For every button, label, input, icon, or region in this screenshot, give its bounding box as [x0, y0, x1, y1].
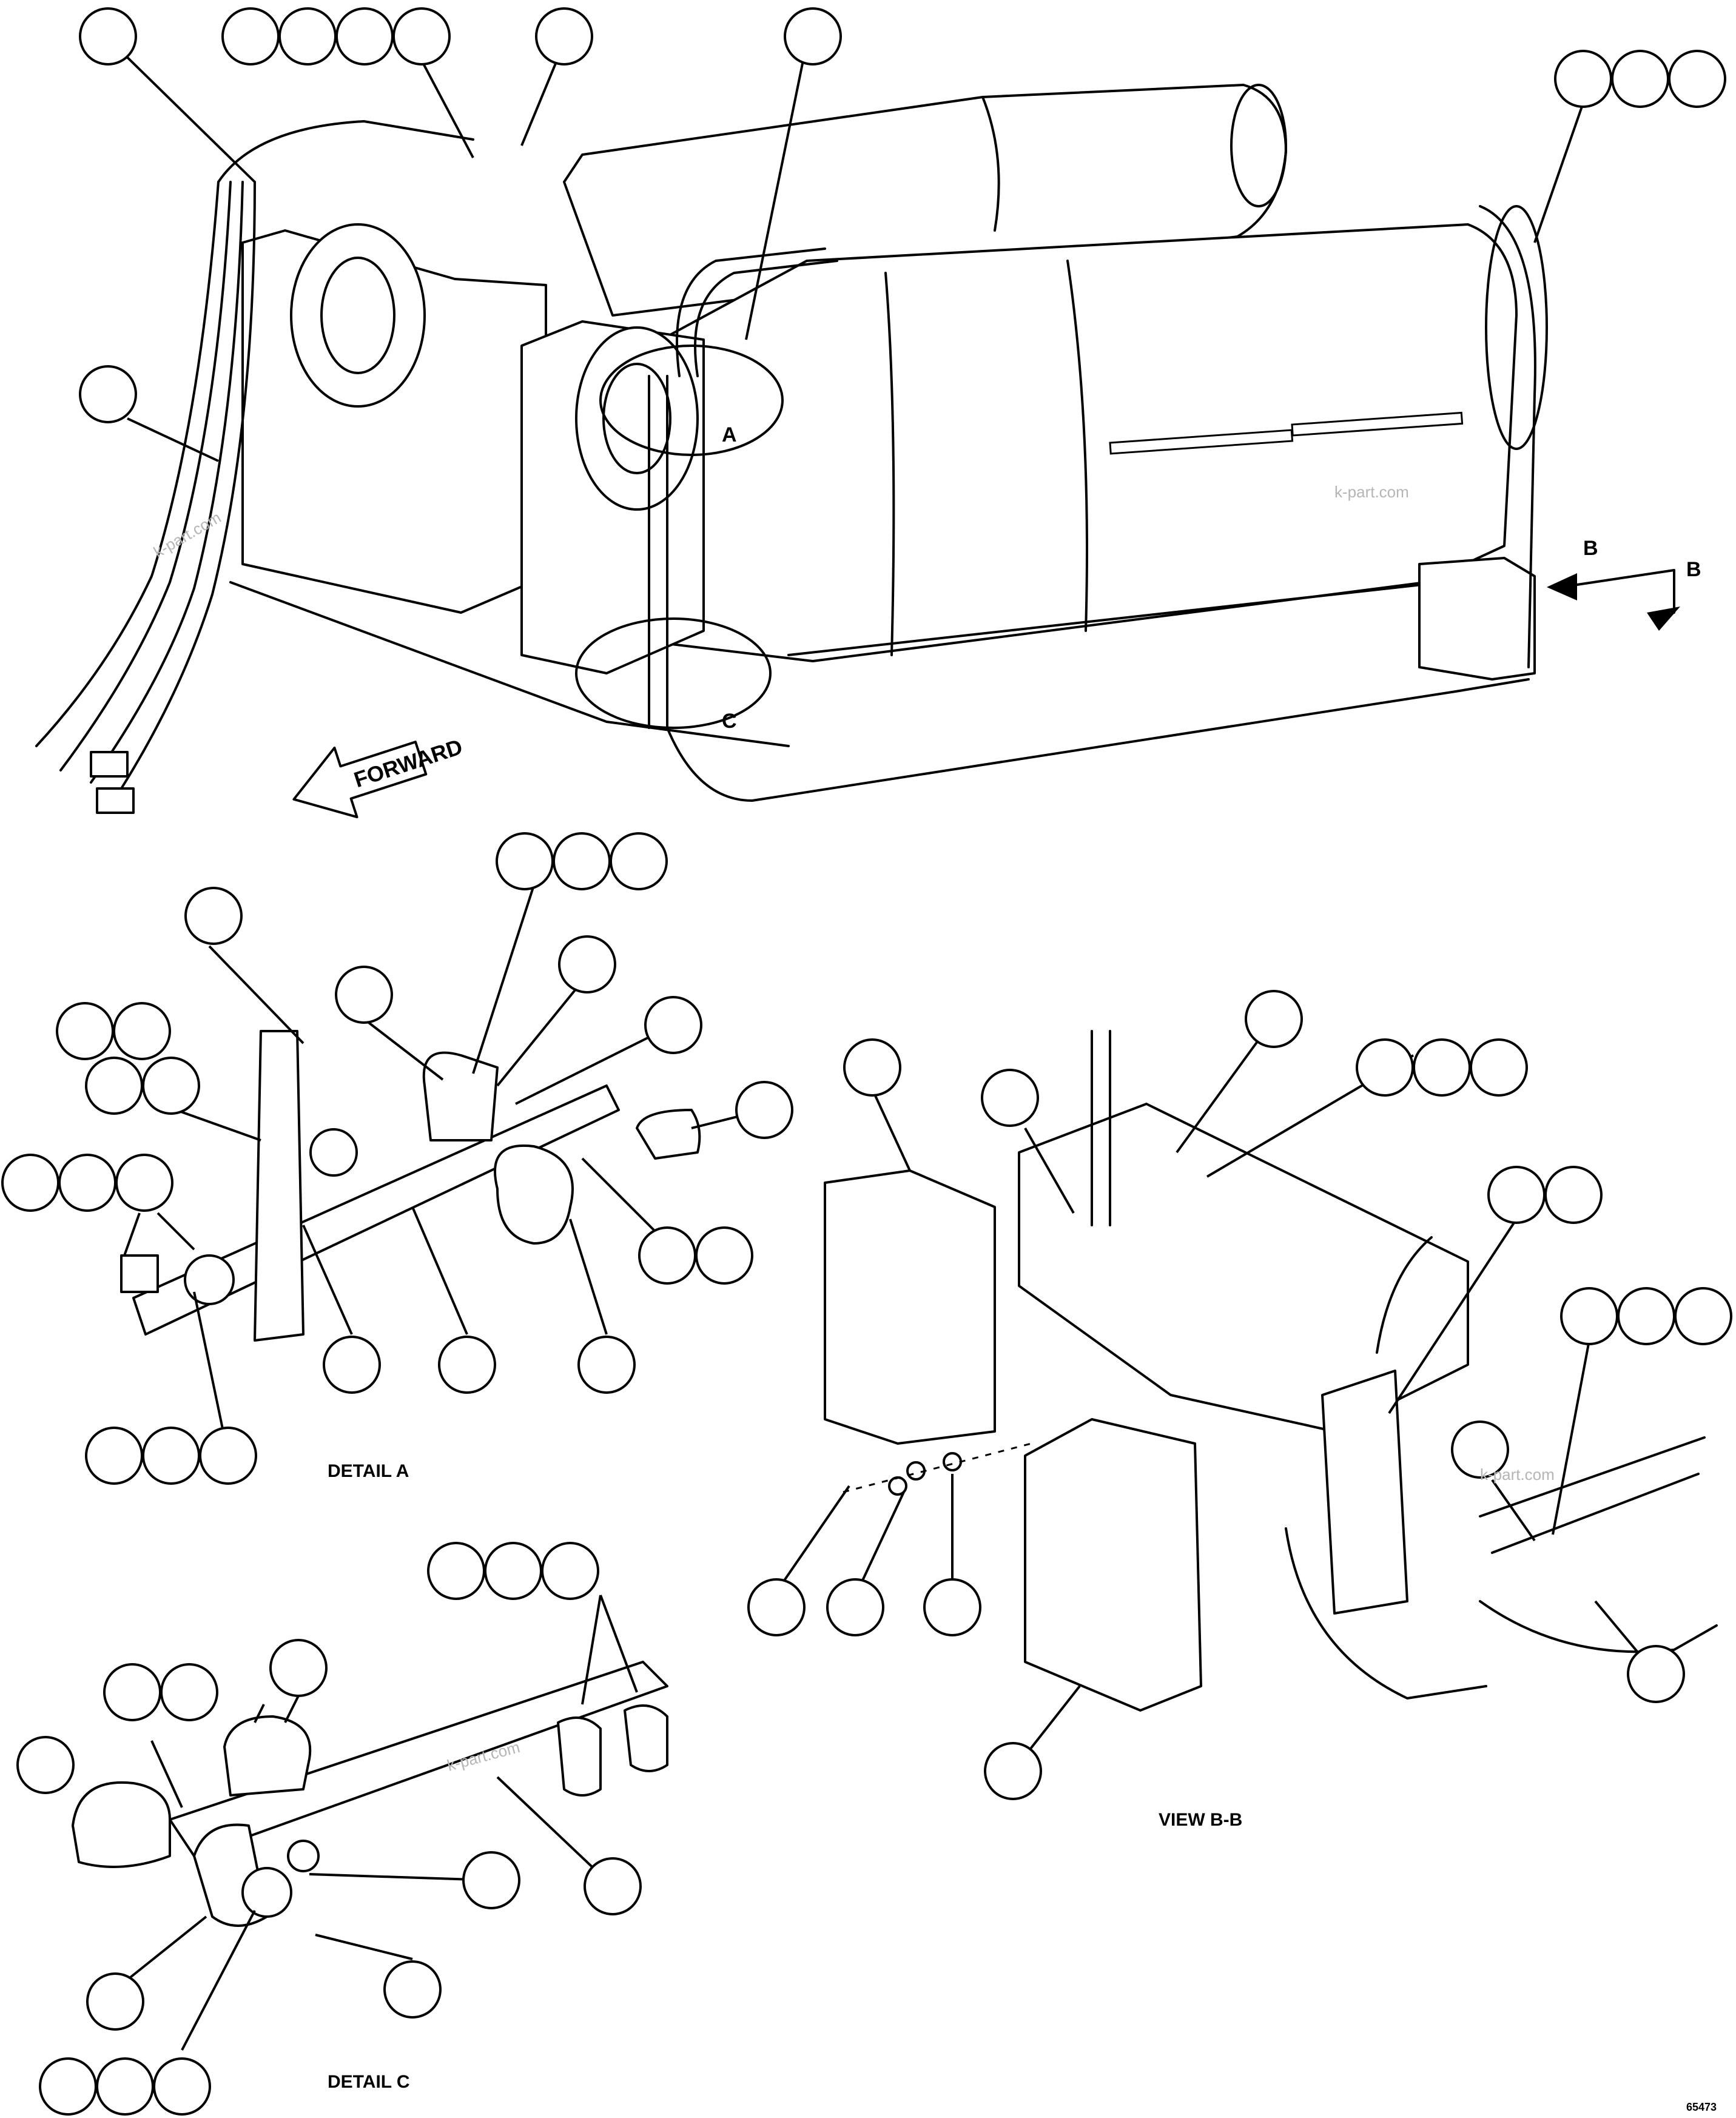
callout-circle	[1413, 1038, 1471, 1097]
callout-circle	[747, 1578, 806, 1636]
callout-circle	[1470, 1038, 1528, 1097]
callout-circle	[484, 1542, 542, 1600]
callout-circle	[923, 1578, 981, 1636]
callout-circle	[96, 2057, 154, 2116]
ref-letter-b-right: B	[1686, 558, 1701, 581]
callout-circle	[383, 1960, 442, 2019]
callout-circle	[103, 1663, 161, 1721]
callout-circle	[610, 832, 668, 890]
callout-circle	[1560, 1287, 1618, 1345]
detail-a-label: DETAIL A	[328, 1461, 409, 1481]
callout-circle	[58, 1154, 116, 1212]
callout-circle	[184, 887, 243, 945]
callout-circle	[462, 1851, 520, 1909]
detail-c-label: DETAIL C	[328, 2072, 410, 2092]
callout-circle	[735, 1081, 793, 1139]
callout-circle	[142, 1427, 200, 1485]
callout-circle	[843, 1038, 901, 1097]
top-assembly: A C B B FORWARD	[35, 84, 1701, 819]
detail-c-circle	[575, 617, 772, 729]
figure-id: 65473	[1686, 2101, 1717, 2113]
callout-circle	[535, 7, 593, 66]
callout-circle	[335, 7, 394, 66]
callout-circle	[335, 966, 393, 1024]
callout-circle	[1544, 1166, 1603, 1224]
callout-circle	[981, 1069, 1039, 1127]
detail-c-assembly: DETAIL C	[72, 1661, 668, 2092]
detail-a-circle	[599, 345, 784, 456]
callout-circle	[39, 2057, 97, 2116]
callout-circle	[1668, 50, 1726, 108]
section-arrow-left	[1547, 573, 1577, 600]
callout-circle	[79, 365, 137, 423]
callout-circle	[85, 1057, 143, 1115]
callout-circle	[1554, 50, 1612, 108]
callout-circle	[984, 1742, 1042, 1800]
callout-circle	[85, 1427, 143, 1485]
callout-circles	[1, 7, 1732, 2116]
callout-circle	[496, 832, 554, 890]
callout-circle	[784, 7, 842, 66]
view-bb-assembly: VIEW B-B	[824, 1030, 1718, 1830]
view-bb-label: VIEW B-B	[1159, 1810, 1242, 1830]
callout-circle	[153, 2057, 211, 2116]
callout-circle	[1617, 1287, 1675, 1345]
callout-circle	[160, 1663, 218, 1721]
ref-letter-c: C	[722, 710, 737, 733]
callout-circle	[278, 7, 337, 66]
watermark: k-part.com	[1480, 1465, 1555, 1484]
callout-circle	[1487, 1166, 1546, 1224]
section-arrow-right	[1647, 607, 1680, 631]
callout-circle	[56, 1002, 114, 1060]
callout-circle	[269, 1639, 328, 1697]
callout-circle	[584, 1857, 642, 1915]
callout-circle	[221, 7, 280, 66]
callout-circle	[1627, 1645, 1685, 1703]
callout-circle	[1245, 990, 1303, 1048]
front-muffler	[660, 223, 1518, 662]
callout-circle	[113, 1002, 171, 1060]
callout-circle	[577, 1336, 636, 1394]
callout-circle	[644, 996, 702, 1054]
watermark: k-part.com	[1334, 483, 1409, 501]
callout-circle	[427, 1542, 485, 1600]
callout-circle	[1451, 1420, 1509, 1479]
forward-label: FORWARD	[351, 734, 465, 792]
callout-circle	[541, 1542, 599, 1600]
detail-a-assembly: DETAIL A	[120, 1030, 701, 1481]
callout-circle	[79, 7, 137, 66]
ref-letter-a: A	[722, 423, 737, 446]
callout-circle	[115, 1154, 173, 1212]
callout-circle	[142, 1057, 200, 1115]
callout-circle	[558, 935, 616, 993]
callout-circle	[16, 1736, 75, 1794]
callout-circle	[199, 1427, 257, 1485]
callout-circle	[553, 832, 611, 890]
callout-circle	[1674, 1287, 1732, 1345]
callout-circle	[1611, 50, 1669, 108]
callout-circle	[826, 1578, 884, 1636]
callout-circle	[323, 1336, 381, 1394]
leader-lines	[117, 47, 1657, 2051]
forward-arrow: FORWARD	[292, 734, 465, 819]
callout-circle	[438, 1336, 496, 1394]
callout-circle	[1, 1154, 59, 1212]
callout-circle	[86, 1972, 144, 2031]
callout-circle	[638, 1226, 696, 1285]
callout-circle	[1356, 1038, 1414, 1097]
callout-circle	[695, 1226, 753, 1285]
callout-circle	[392, 7, 451, 66]
ref-letter-b-left: B	[1583, 537, 1598, 560]
